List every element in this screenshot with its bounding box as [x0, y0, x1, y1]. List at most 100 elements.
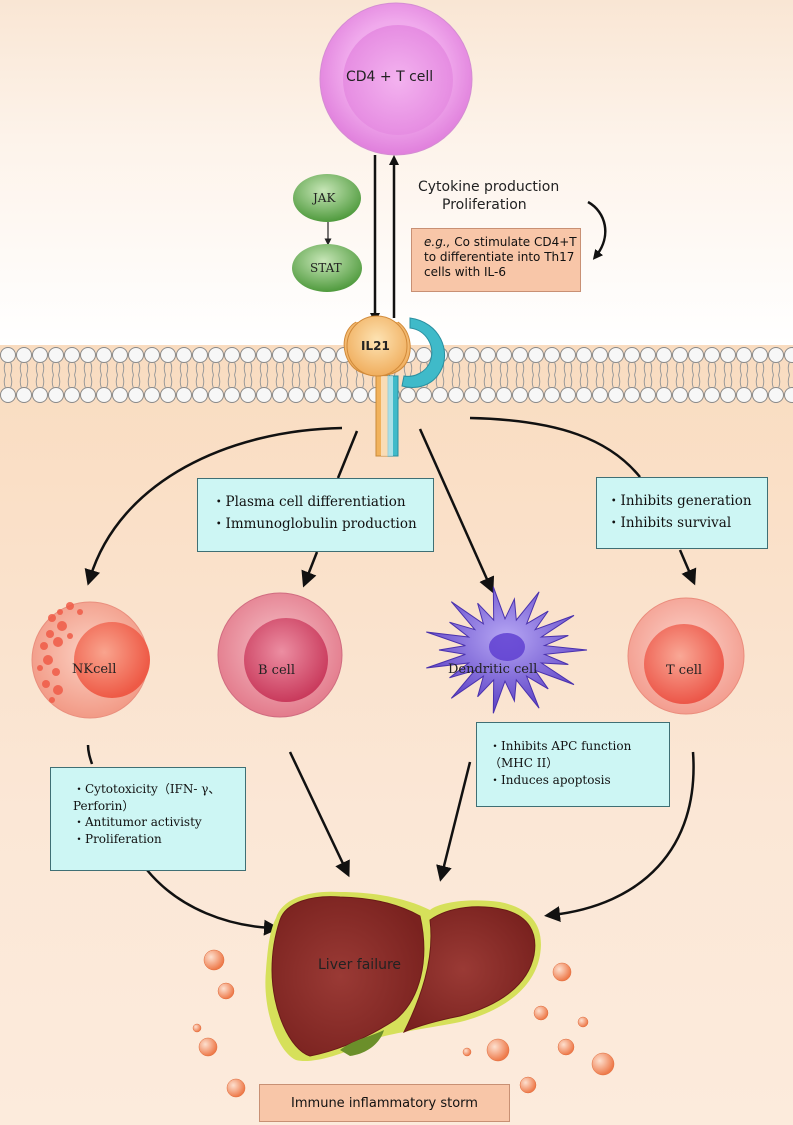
- cytokine-bubble: [462, 1047, 472, 1057]
- lipid-tail: [442, 374, 445, 389]
- nk-effect-1: ・Cytotoxicity（IFN- γ、: [73, 782, 221, 796]
- phospholipid-head: [32, 387, 48, 403]
- cytokine-bubble: [217, 982, 235, 1000]
- dc-effects-box: ・Inhibits APC function （MHC II） ・Induces…: [476, 722, 670, 807]
- lipid-tail: [474, 361, 477, 376]
- lipid-tail: [691, 361, 694, 376]
- phospholipid-head: [512, 347, 528, 363]
- phospholipid-head: [160, 347, 176, 363]
- phospholipid-head: [416, 347, 432, 363]
- lipid-tail: [467, 361, 470, 376]
- lipid-tail: [314, 374, 317, 389]
- lipid-tail: [707, 374, 710, 389]
- phospholipid-head: [80, 387, 96, 403]
- cytokine-bubbles: [192, 949, 615, 1098]
- feedback-line2: Proliferation: [442, 197, 527, 213]
- dc-effect-3: ・Induces apoptosis: [489, 773, 611, 787]
- lipid-tail: [250, 374, 253, 389]
- lipid-tail: [515, 361, 518, 376]
- phospholipid-head: [192, 347, 208, 363]
- lipid-tail: [275, 361, 278, 376]
- lipid-tail: [307, 374, 310, 389]
- lipid-tail: [723, 374, 726, 389]
- lipid-tail: [42, 361, 45, 376]
- b-effect-1: ・Plasma cell differentiation: [212, 494, 406, 510]
- lipid-tail: [362, 374, 365, 389]
- lipid-tail: [131, 374, 134, 389]
- lipid-tail: [746, 374, 749, 389]
- phospholipid-head: [720, 347, 736, 363]
- nk-granule: [66, 602, 74, 610]
- lipid-tail: [291, 374, 294, 389]
- lipid-tail: [490, 361, 493, 376]
- phospholipid-head: [768, 347, 784, 363]
- lipid-tail: [698, 361, 701, 376]
- phospholipid-head: [496, 347, 512, 363]
- lipid-tail: [490, 374, 493, 389]
- phospholipid-head: [256, 347, 272, 363]
- lipid-tail: [778, 374, 781, 389]
- phospholipid-head: [96, 387, 112, 403]
- phospholipid-head: [672, 347, 688, 363]
- lipid-tail: [26, 374, 29, 389]
- lipid-tail: [211, 361, 214, 376]
- arrow-to-dendritic-cell: [418, 428, 495, 594]
- phospholipid-head: [0, 387, 16, 403]
- example-line3: cells with IL-6: [424, 265, 506, 279]
- nk-granule: [43, 655, 53, 665]
- cd4-t-cell-label: CD4 + T cell: [346, 69, 434, 85]
- lipid-tail: [323, 361, 326, 376]
- lipid-tail: [714, 361, 717, 376]
- phospholipid-head: [176, 347, 192, 363]
- lipid-tail: [451, 374, 454, 389]
- phospholipid-head: [304, 387, 320, 403]
- lipid-tail: [163, 374, 166, 389]
- phospholipid-head: [192, 387, 208, 403]
- lipid-tail: [778, 361, 781, 376]
- lipid-tail: [243, 361, 246, 376]
- lipid-tail: [227, 374, 230, 389]
- lipid-tail: [483, 361, 486, 376]
- lipid-tail: [330, 361, 333, 376]
- lipid-tail: [458, 361, 461, 376]
- phospholipid-head: [240, 387, 256, 403]
- b-effects-box: ・Plasma cell differentiation ・Immunoglob…: [197, 478, 434, 552]
- phospholipid-head: [640, 347, 656, 363]
- nk-granule: [53, 637, 63, 647]
- arrow-to-nk-cell: [84, 426, 343, 586]
- phospholipid-head: [496, 387, 512, 403]
- nk-granule: [42, 680, 50, 688]
- lipid-tail: [538, 374, 541, 389]
- lipid-tail: [755, 374, 758, 389]
- lipid-tail: [739, 374, 742, 389]
- lipid-tail: [707, 361, 710, 376]
- dc-effect-1: ・Inhibits APC function: [489, 739, 632, 753]
- phospholipid-head: [0, 347, 16, 363]
- lipid-tail: [467, 374, 470, 389]
- lipid-tail: [259, 361, 262, 376]
- liver-failure-label: Liver failure: [318, 957, 402, 973]
- phospholipid-head: [336, 387, 352, 403]
- lipid-tail: [739, 361, 742, 376]
- arrow-nk-to-liver: [146, 869, 280, 936]
- cytokine-bubble: [533, 1005, 549, 1021]
- lipid-tail: [522, 361, 525, 376]
- lipid-tail: [147, 374, 150, 389]
- phospholipid-head: [624, 387, 640, 403]
- lipid-tail: [122, 374, 125, 389]
- cytokine-bubble: [486, 1038, 510, 1062]
- stat-node: [292, 244, 362, 292]
- lipid-tail: [115, 361, 118, 376]
- lipid-tail: [787, 361, 790, 376]
- cytokine-bubble: [192, 1023, 202, 1033]
- lipid-tail: [307, 361, 310, 376]
- nk-granules: [37, 602, 83, 703]
- lipid-tail: [579, 374, 582, 389]
- nk-granule: [48, 614, 56, 622]
- t-cell-label: T cell: [666, 663, 703, 678]
- lipid-tail: [554, 374, 557, 389]
- t-effect-2: ・Inhibits survival: [607, 515, 732, 531]
- lipid-tail: [218, 361, 221, 376]
- phospholipid-head: [608, 347, 624, 363]
